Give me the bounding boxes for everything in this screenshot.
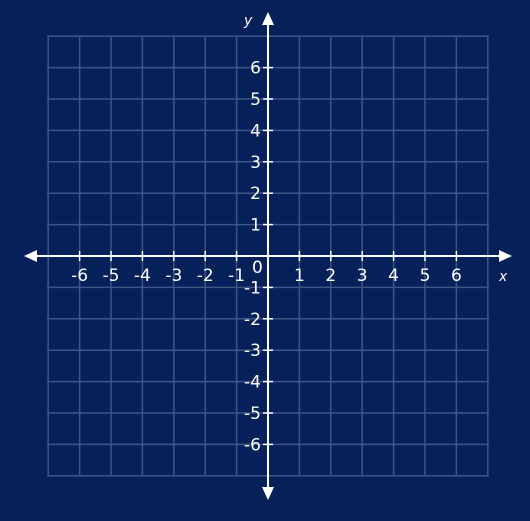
y-axis-label: y bbox=[243, 13, 253, 29]
x-tick-label: -4 bbox=[134, 266, 151, 286]
x-axis-arrow-left-icon bbox=[24, 250, 37, 262]
y-tick-label: -3 bbox=[244, 341, 261, 361]
y-tick-label: -1 bbox=[244, 278, 261, 298]
x-tick-label: 4 bbox=[388, 266, 399, 286]
y-tick-label: -2 bbox=[244, 310, 261, 330]
y-tick-label: 6 bbox=[250, 59, 261, 79]
x-tick-label: 5 bbox=[420, 266, 431, 286]
x-tick-label: -3 bbox=[165, 266, 182, 286]
y-tick-label: 4 bbox=[250, 121, 261, 141]
x-tick-label: 6 bbox=[451, 266, 462, 286]
y-tick-label: 1 bbox=[250, 216, 261, 236]
x-tick-label: 3 bbox=[357, 266, 368, 286]
x-axis-label: x bbox=[498, 269, 508, 285]
ticks bbox=[78, 66, 458, 446]
x-tick-label: -2 bbox=[197, 266, 214, 286]
y-axis-arrow-down-icon bbox=[262, 487, 274, 500]
x-tick-label: -6 bbox=[71, 266, 88, 286]
x-tick-label: 2 bbox=[325, 266, 336, 286]
y-tick-label: 5 bbox=[250, 90, 261, 110]
x-tick-label: -5 bbox=[103, 266, 120, 286]
x-tick-label: -1 bbox=[228, 266, 245, 286]
origin-label: 0 bbox=[252, 258, 263, 278]
y-tick-label: 3 bbox=[250, 153, 261, 173]
y-tick-label: -5 bbox=[244, 404, 261, 424]
x-axis-arrow-right-icon bbox=[499, 250, 512, 262]
y-tick-label: -4 bbox=[244, 373, 261, 393]
y-axis-arrow-up-icon bbox=[262, 12, 274, 25]
x-tick-label: 1 bbox=[294, 266, 305, 286]
y-tick-label: 2 bbox=[250, 184, 261, 204]
y-tick-label: -6 bbox=[244, 435, 261, 455]
